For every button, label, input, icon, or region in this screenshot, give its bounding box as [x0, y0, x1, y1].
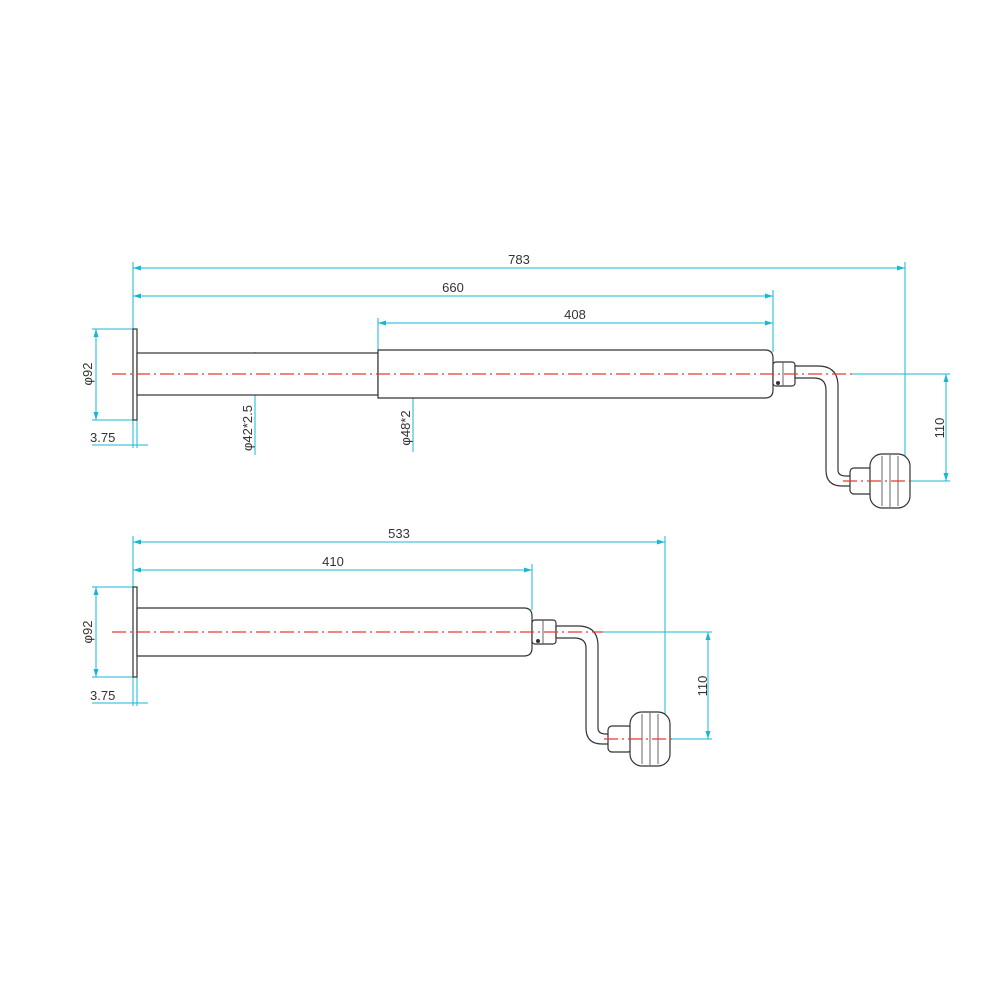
arrow: [93, 329, 99, 337]
arrow: [765, 293, 773, 299]
dim-label-408: 408: [564, 307, 586, 322]
dim-label-410: 410: [322, 554, 344, 569]
dim-label-flange-diameter-b: φ92: [80, 621, 95, 644]
arrow: [765, 320, 773, 326]
arrow: [705, 632, 711, 640]
arrow: [133, 567, 141, 573]
arrow: [93, 669, 99, 677]
arrow: [133, 293, 141, 299]
set-screw-b: [536, 639, 540, 643]
arrow: [705, 731, 711, 739]
top-assembly: 783 660 408 φ92 3.75 φ42*2.5 φ48*2: [80, 252, 950, 509]
dim-label-flange-diameter: φ92: [80, 363, 95, 386]
arrow: [93, 412, 99, 420]
arrow: [943, 473, 949, 481]
dim-label-outer-tube: φ48*2: [398, 410, 413, 445]
dim-label-crank-offset: 110: [932, 418, 947, 439]
arrow: [657, 539, 665, 545]
arrow: [897, 265, 905, 271]
arrow: [133, 265, 141, 271]
set-screw: [776, 381, 780, 385]
arrow: [93, 587, 99, 595]
arrow: [943, 374, 949, 382]
dim-label-660: 660: [442, 280, 464, 295]
dim-label-crank-offset-b: 110: [695, 676, 710, 697]
bottom-assembly: 533 410 φ92 3.75 110: [80, 526, 712, 767]
arrow: [524, 567, 532, 573]
arrow: [378, 320, 386, 326]
dim-label-533: 533: [388, 526, 410, 541]
dim-label-flange-thickness-b: 3.75: [90, 688, 115, 703]
arrow: [133, 539, 141, 545]
dim-label-flange-thickness: 3.75: [90, 430, 115, 445]
dim-label-783: 783: [508, 252, 530, 267]
dim-label-inner-tube: φ42*2.5: [240, 405, 255, 451]
